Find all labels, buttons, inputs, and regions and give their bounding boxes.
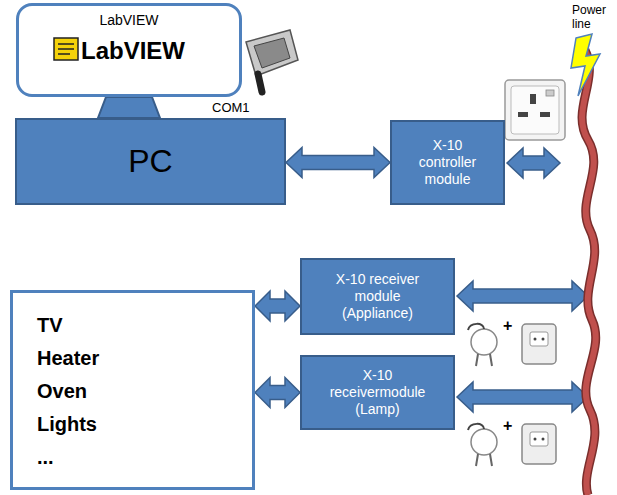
node-text: X-10 receiver module (Appliance) xyxy=(330,271,425,321)
receiver-module: X-10 receivermodule (Lamp) xyxy=(300,355,455,430)
screen-title: LabVIEW xyxy=(19,12,239,28)
block-arrow xyxy=(457,281,588,311)
appliance-list-box: TV Heater Oven Lights ... xyxy=(10,290,255,490)
plus-sign: + xyxy=(503,416,512,435)
monitor-stand xyxy=(98,97,160,118)
wall-socket xyxy=(505,80,565,140)
serial-connector xyxy=(246,30,298,92)
port-label: COM1 xyxy=(212,100,250,116)
block-arrow xyxy=(286,148,390,178)
node-text: PC xyxy=(128,142,172,180)
node-text: TV Heater Oven Lights ... xyxy=(37,309,99,474)
node-text: X-10 receivermodule (Lamp) xyxy=(330,367,426,417)
block-arrow xyxy=(457,382,588,412)
block-arrow xyxy=(507,148,560,178)
lightning-bolt xyxy=(571,34,600,96)
pc-box: PC xyxy=(15,118,286,205)
power-line-label: Power line xyxy=(572,3,606,32)
node-text: X-10 controller module xyxy=(419,137,477,187)
block-arrow xyxy=(255,291,300,321)
labview-icon xyxy=(54,38,78,60)
controller-module: X-10 controller module xyxy=(390,120,505,205)
block-arrow xyxy=(255,378,300,408)
power-line xyxy=(582,50,596,495)
receiver-module: X-10 receiver module (Appliance) xyxy=(300,258,455,335)
logo-text: LabVIEW xyxy=(81,37,185,65)
monitor-screen: LabVIEW LabVIEW xyxy=(16,3,242,97)
plus-sign: + xyxy=(503,316,512,335)
power-line xyxy=(582,50,596,495)
